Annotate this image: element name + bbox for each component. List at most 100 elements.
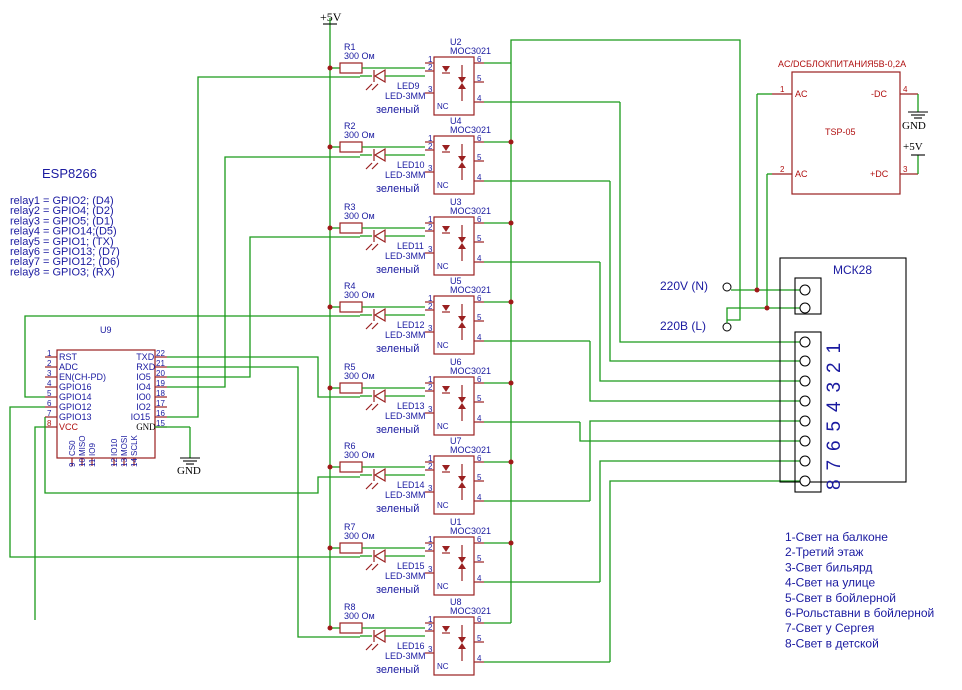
- triac-icon: [458, 237, 466, 243]
- esp-pin-name: IO15: [131, 412, 151, 422]
- resistor: [339, 62, 363, 74]
- opto-part: MOC3021: [450, 366, 491, 376]
- esp-pin-name: GND: [136, 422, 156, 432]
- resistor-ref: R2: [344, 121, 356, 131]
- esp-pin-num: 12: [110, 458, 119, 467]
- esp-pin-num: 11: [88, 458, 97, 467]
- optocoupler-body: [433, 536, 475, 596]
- triac-icon: [458, 557, 466, 563]
- opto-pin: 5: [477, 634, 482, 643]
- psu-pin-2: 2: [780, 165, 785, 174]
- resistor-value: 300 Ом: [344, 531, 375, 541]
- terminal-block: МСК28: [779, 257, 907, 493]
- opto-pin: 6: [477, 375, 482, 384]
- led-icon: [373, 388, 386, 404]
- gpio-wire-8: [167, 366, 360, 638]
- junction: [327, 385, 333, 391]
- esp-pin-num: 7: [47, 409, 52, 418]
- mains-n-terminal: [722, 282, 732, 292]
- opto-pin: 1: [428, 535, 433, 544]
- opto-pin: 4: [477, 333, 482, 342]
- mains-l-label: 220В (L): [660, 319, 706, 333]
- esp-pin-num: 6: [47, 399, 52, 408]
- led-ref: LED9: [397, 81, 420, 91]
- terminal-number: 8: [824, 479, 845, 490]
- output-wire-8: [609, 480, 805, 662]
- resistor-value: 300 Ом: [344, 371, 375, 381]
- esp-pin-num: 17: [156, 399, 165, 408]
- opto-ref: U2: [450, 37, 462, 47]
- opto-pin: 5: [477, 153, 482, 162]
- led-part: LED-3MM: [385, 91, 426, 101]
- psu-pin-1: 1: [780, 85, 785, 94]
- opto-pin: 6: [477, 55, 482, 64]
- led-icon: [373, 68, 386, 84]
- resistor-ref: R5: [344, 362, 356, 372]
- opto-ref: U1: [450, 517, 462, 527]
- esp-pin-num: 8: [47, 419, 52, 428]
- relay-map-line: relay5 = GPIO1; (TX): [10, 236, 114, 248]
- opto-pin: 2: [428, 63, 433, 72]
- esp-pin-num: 20: [156, 369, 165, 378]
- vcc-label: +5V: [320, 10, 342, 24]
- esp-pin-num: 15: [156, 419, 165, 428]
- terminal-body: [779, 257, 907, 483]
- resistor: [339, 141, 363, 153]
- psu-ac2: AC: [795, 169, 808, 179]
- opto-pin: 4: [477, 574, 482, 583]
- terminal-channel-strip: [794, 331, 822, 493]
- led-color: зеленый: [376, 664, 419, 676]
- terminal-number: 3: [824, 382, 845, 393]
- opto-nc: NC: [437, 181, 449, 190]
- resistor-value: 300 Ом: [344, 211, 375, 221]
- gpio-wire-2: [167, 156, 360, 388]
- led-part: LED-3MM: [385, 251, 426, 261]
- mains-n-label: 220V (N): [660, 279, 708, 293]
- opto-nc: NC: [437, 102, 449, 111]
- opto-nc: NC: [437, 262, 449, 271]
- optocoupler-body: [433, 616, 475, 676]
- esp-pin-num: 1: [47, 349, 52, 358]
- opto-pin: 5: [477, 74, 482, 83]
- psu-vcc-label: +5V: [903, 141, 923, 153]
- gpio-wire-7: [9, 406, 360, 558]
- gpio-wire-1: [167, 76, 360, 418]
- terminal-screw: [799, 302, 811, 314]
- opto-pin: 5: [477, 394, 482, 403]
- opto-led-icon: [442, 226, 450, 232]
- opto-part: MOC3021: [450, 445, 491, 455]
- opto-pin: 3: [428, 565, 433, 574]
- led-icon: [373, 628, 386, 644]
- led-color: зеленый: [376, 424, 419, 436]
- relay-map-line: relay1 = GPIO2; (D4): [10, 195, 114, 207]
- output-wire-4: [589, 341, 805, 402]
- led-ref: LED14: [397, 480, 425, 490]
- esp-pin-name: CS0: [68, 440, 77, 456]
- led-icon: [373, 228, 386, 244]
- esp-pin-num: 16: [156, 409, 165, 418]
- opto-pin: 6: [477, 134, 482, 143]
- mains-l-terminal: [722, 322, 732, 332]
- phase-wire: [510, 39, 741, 321]
- esp-ground: GND: [155, 426, 201, 477]
- relay-map: relay1 = GPIO2; (D4)relay2 = GPIO4; (D2)…: [10, 195, 120, 278]
- output-wire-1: [619, 102, 805, 343]
- psu-ac1: AC: [795, 89, 808, 99]
- opto-pin: 6: [477, 454, 482, 463]
- gpio-wire-6: [44, 417, 360, 494]
- opto-part: MOC3021: [450, 285, 491, 295]
- mains-inputs: 220V (N) 220В (L): [660, 279, 805, 333]
- resistor: [339, 461, 363, 473]
- opto-pin: 6: [477, 215, 482, 224]
- triac-icon: [458, 316, 466, 322]
- esp-pin-name: GPIO14: [59, 392, 92, 402]
- opto-pin: 5: [477, 554, 482, 563]
- opto-nc: NC: [437, 422, 449, 431]
- optocoupler-body: [433, 135, 475, 195]
- opto-pin: 5: [477, 473, 482, 482]
- junction: [327, 625, 333, 631]
